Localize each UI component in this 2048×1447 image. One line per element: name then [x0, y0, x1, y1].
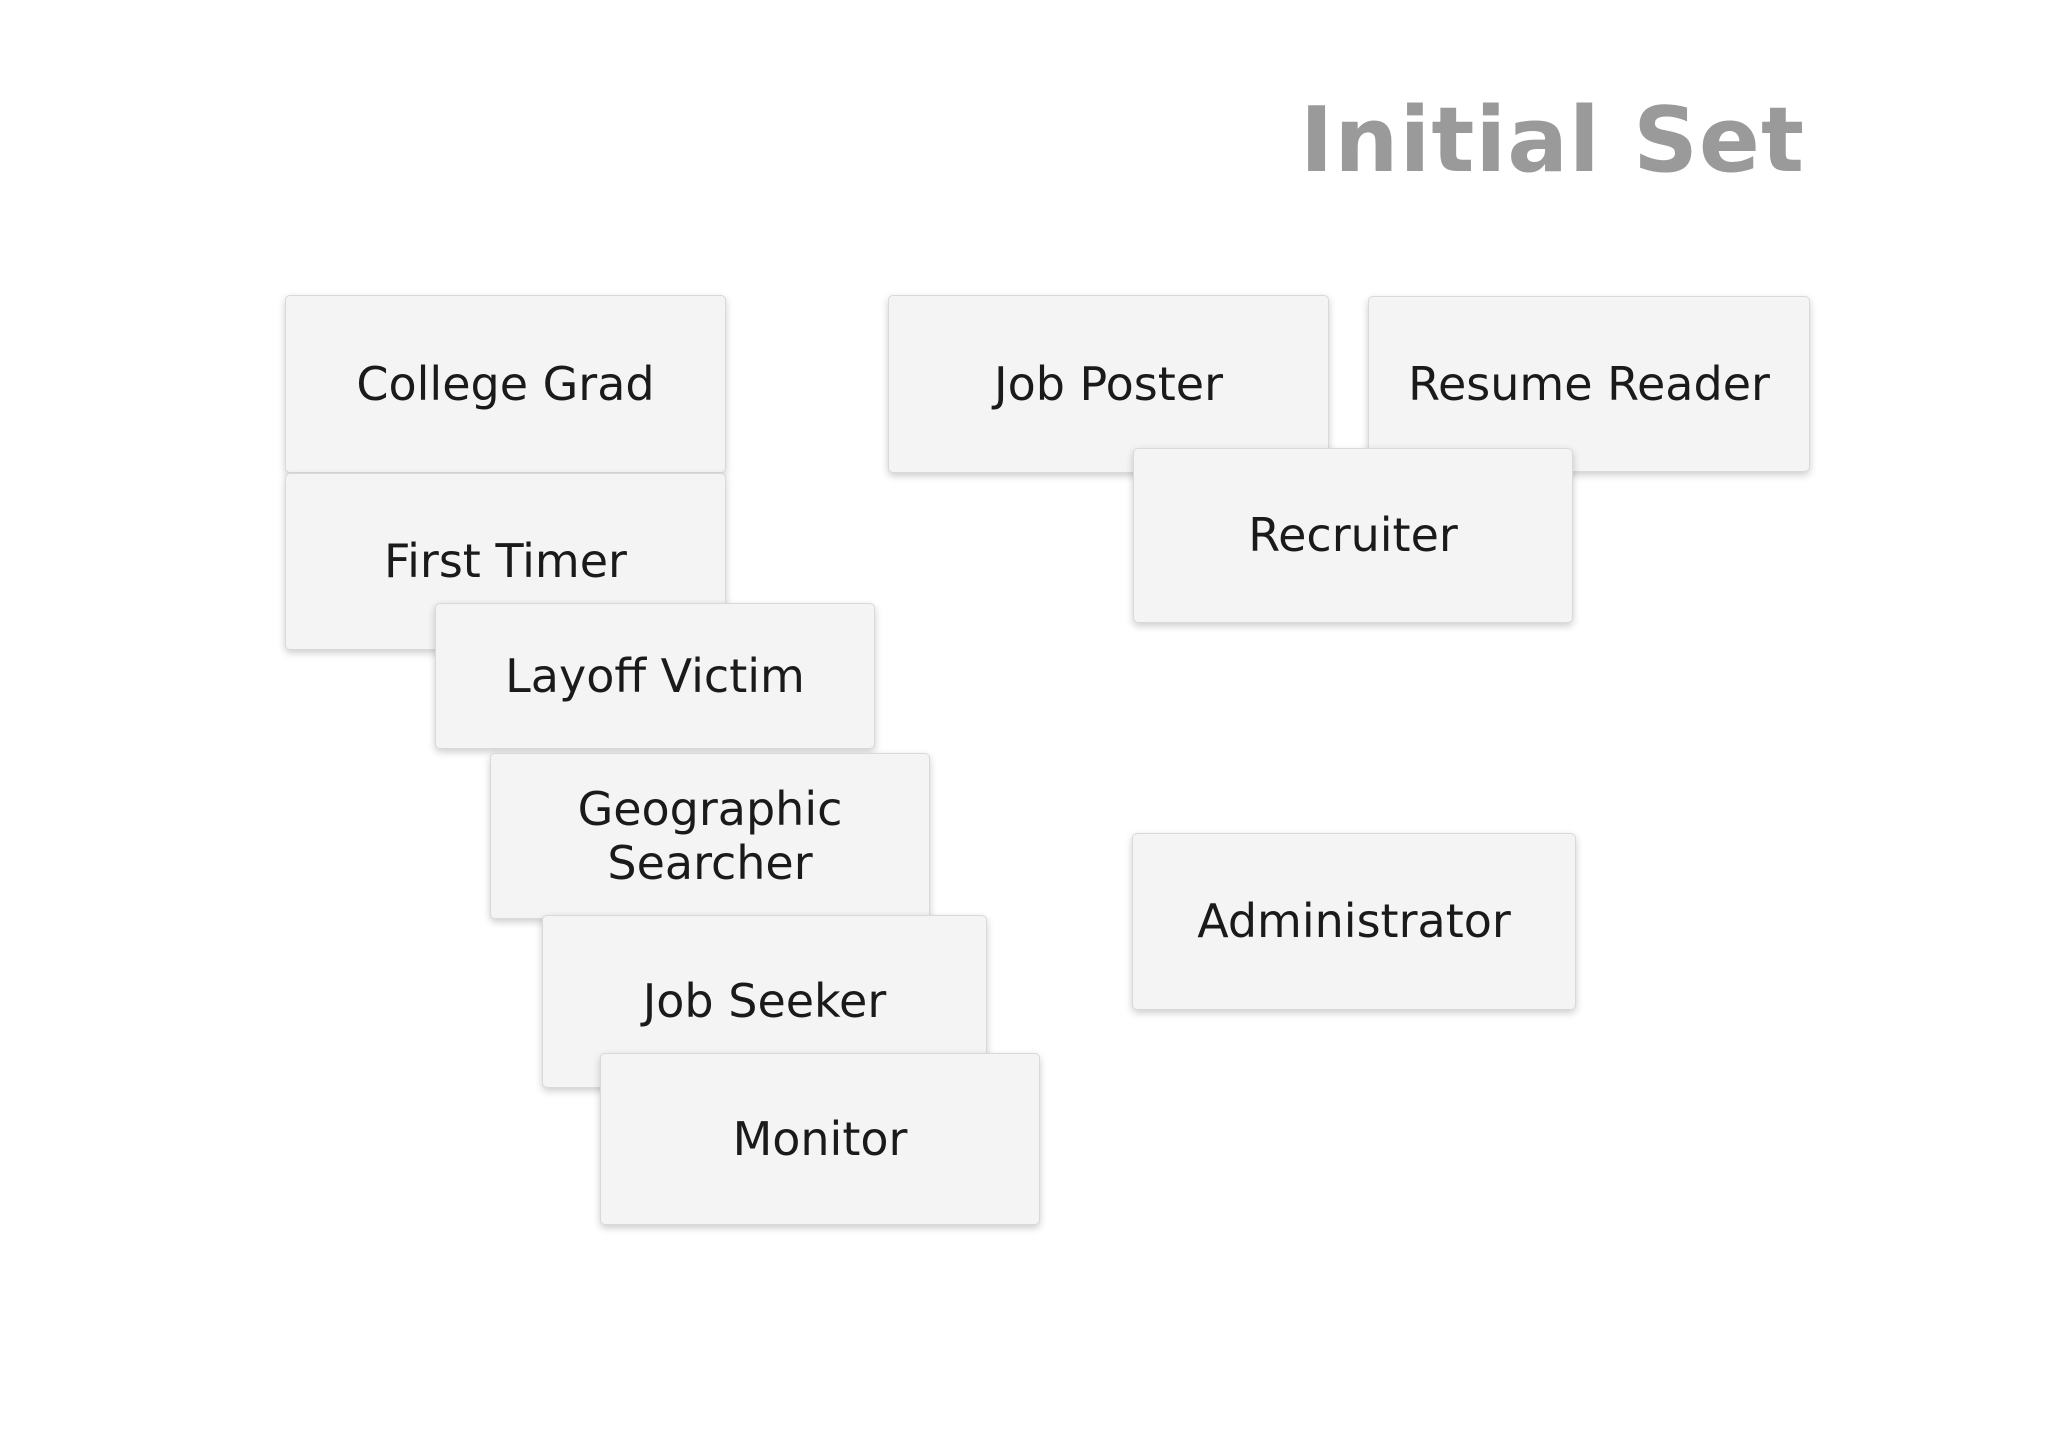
- card-label: Recruiter: [1248, 508, 1458, 563]
- card-layoff-victim[interactable]: Layoff Victim: [435, 603, 875, 749]
- card-recruiter[interactable]: Recruiter: [1133, 448, 1573, 623]
- card-label: Geographic Searcher: [577, 781, 843, 890]
- card-label: Job Seeker: [642, 974, 887, 1029]
- group-title: Initial Set: [1299, 88, 1805, 193]
- card-label: Administrator: [1197, 894, 1511, 949]
- card-job-poster[interactable]: Job Poster: [888, 295, 1329, 473]
- card-geographic-searcher[interactable]: Geographic Searcher: [490, 753, 930, 919]
- card-label: First Timer: [384, 534, 627, 589]
- card-college-grad[interactable]: College Grad: [285, 295, 726, 473]
- card-label: Job Poster: [994, 356, 1223, 411]
- card-resume-reader[interactable]: Resume Reader: [1368, 296, 1810, 472]
- card-label: College Grad: [356, 356, 655, 411]
- card-label: Resume Reader: [1408, 356, 1770, 411]
- card-label: Monitor: [732, 1111, 908, 1166]
- card-administrator[interactable]: Administrator: [1132, 833, 1576, 1010]
- card-label: Layoff Victim: [505, 648, 805, 703]
- card-monitor[interactable]: Monitor: [600, 1053, 1040, 1225]
